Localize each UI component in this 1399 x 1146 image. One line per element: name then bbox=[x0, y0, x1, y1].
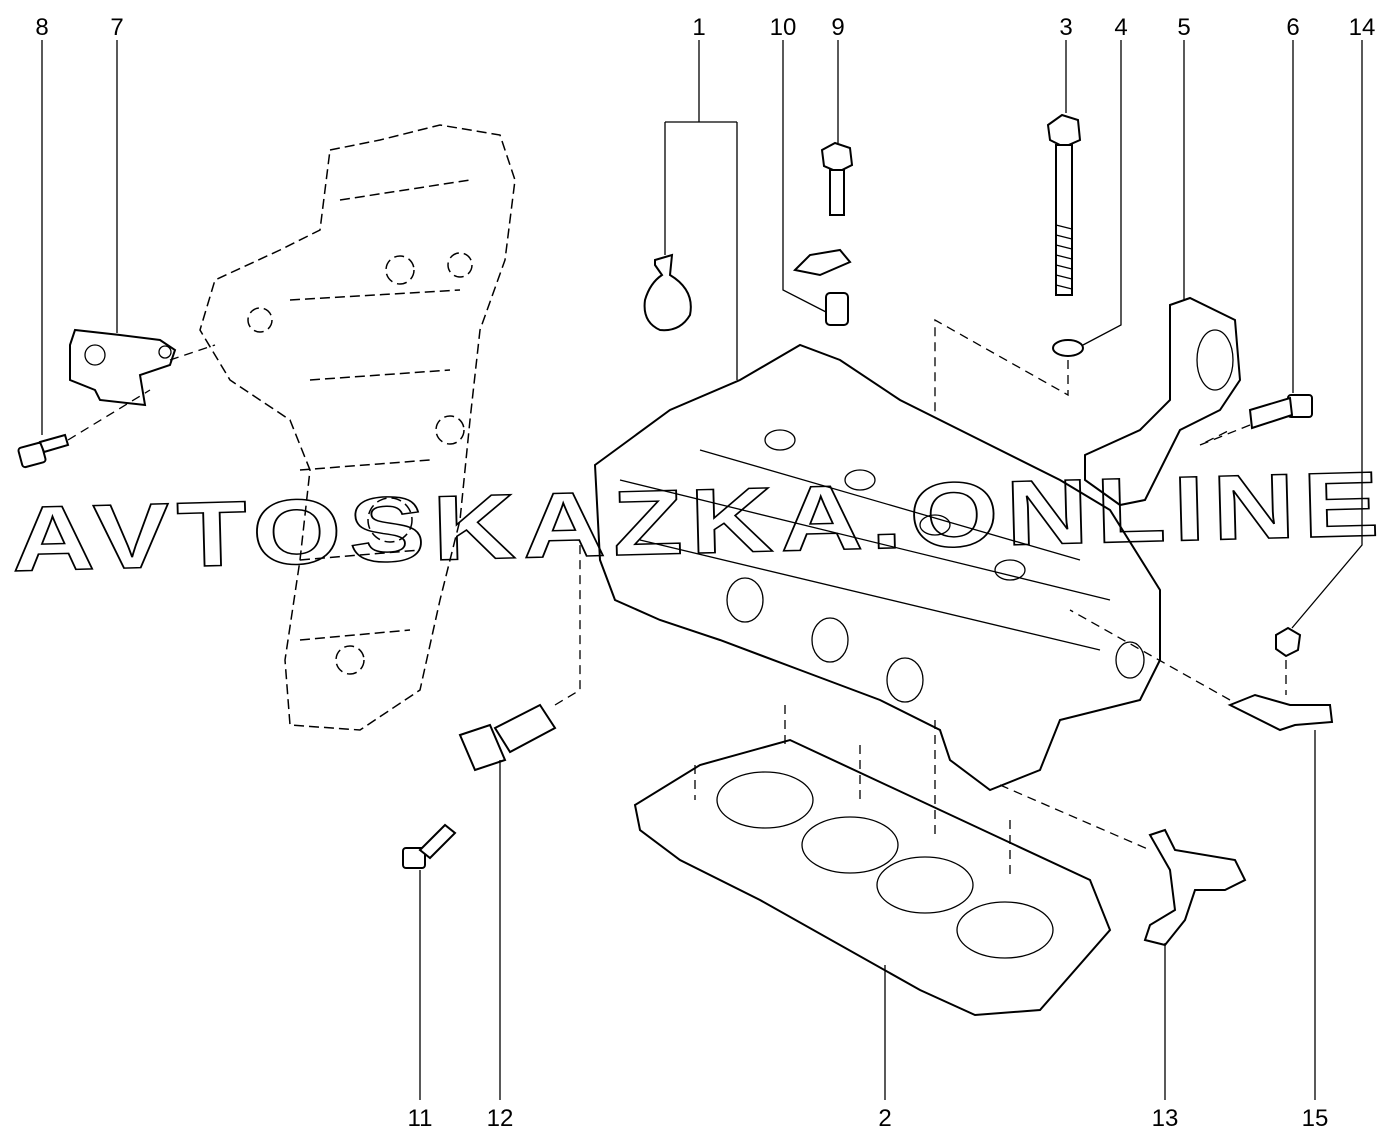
bolt-part-6 bbox=[1248, 394, 1313, 430]
sealant-part-1 bbox=[643, 253, 692, 332]
callout-6: 6 bbox=[1286, 14, 1299, 41]
callout-8: 8 bbox=[35, 14, 48, 41]
dowel-part-10 bbox=[792, 248, 852, 326]
solenoid-part-12 bbox=[458, 703, 557, 772]
callout-15: 15 bbox=[1302, 1105, 1329, 1132]
leader-lines bbox=[41, 40, 1363, 1100]
bracket-part-13 bbox=[1143, 828, 1247, 947]
bracket-part-7 bbox=[69, 328, 177, 407]
callout-2: 2 bbox=[878, 1105, 891, 1132]
cylinder-head bbox=[593, 343, 1161, 792]
head-gasket-part-2 bbox=[633, 738, 1112, 1017]
bolt-part-8 bbox=[17, 433, 70, 469]
bolt-part-9 bbox=[820, 141, 854, 216]
callout-1: 1 bbox=[692, 14, 705, 41]
callout-10: 10 bbox=[770, 14, 797, 41]
callout-4: 4 bbox=[1114, 14, 1127, 41]
callout-13: 13 bbox=[1152, 1105, 1179, 1132]
bracket-part-15 bbox=[1227, 693, 1334, 732]
callout-7: 7 bbox=[110, 14, 123, 41]
callout-11: 11 bbox=[408, 1105, 433, 1132]
callout-3: 3 bbox=[1059, 14, 1072, 41]
timing-cover-ghost bbox=[199, 124, 516, 731]
callout-12: 12 bbox=[487, 1105, 514, 1132]
bolt-part-11 bbox=[402, 823, 457, 869]
head-bolt-part-3 bbox=[1046, 113, 1082, 296]
callout-9: 9 bbox=[831, 14, 844, 41]
callout-14: 14 bbox=[1349, 14, 1376, 41]
washer-part-4 bbox=[1052, 339, 1084, 357]
watermark: AVTOSKAZKA.ONLINE bbox=[10, 453, 1387, 591]
callout-5: 5 bbox=[1177, 14, 1190, 41]
nut-part-14 bbox=[1275, 626, 1302, 658]
lifting-bracket-part-5 bbox=[1084, 296, 1242, 507]
